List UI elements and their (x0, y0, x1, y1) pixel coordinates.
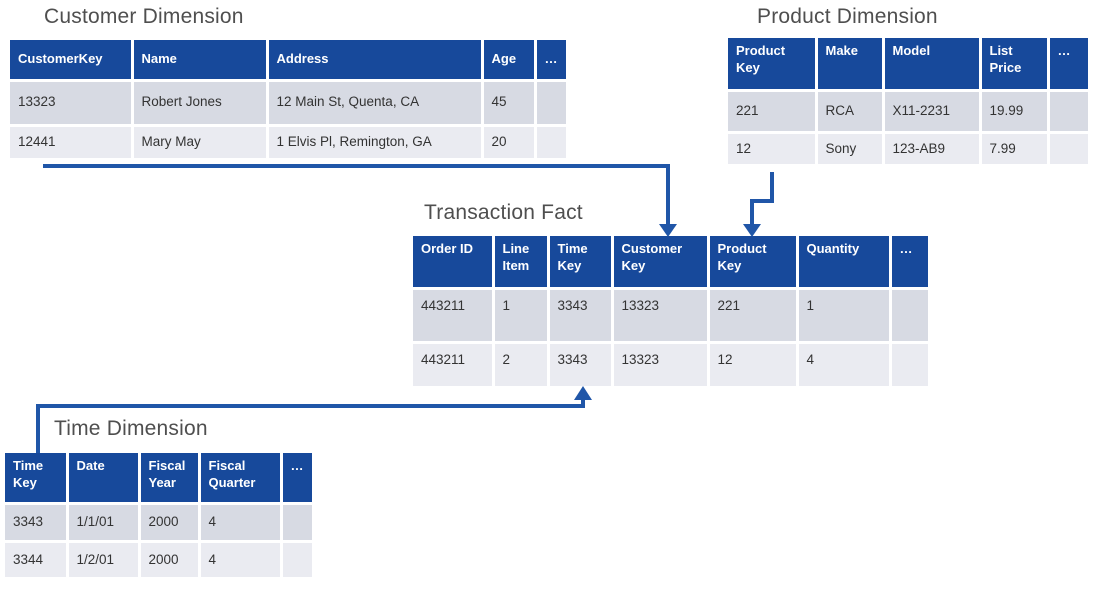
table-row: 443211 2 3343 13323 12 4 (411, 340, 930, 388)
data-cell: 12 (726, 130, 818, 166)
transaction-fact-table: Order ID Line Item Time Key Customer Key… (411, 234, 930, 388)
ellipsis-header-cell: … (533, 38, 567, 82)
data-cell: 4 (795, 340, 892, 388)
header-cell: Make (814, 36, 885, 92)
data-cell: 12 Main St, Quenta, CA (265, 78, 484, 127)
data-cell: Mary May (130, 123, 269, 160)
transaction-fact-title: Transaction Fact (424, 201, 583, 224)
data-cell: 4 (197, 501, 283, 543)
header-cell: Customer Key (610, 234, 710, 290)
data-cell: 3344 (3, 539, 69, 579)
header-cell: Age (480, 38, 537, 82)
data-cell: 443211 (411, 286, 495, 344)
product-fact-arrow (743, 172, 774, 237)
data-cell (279, 501, 313, 543)
data-cell: 1/2/01 (65, 539, 141, 579)
data-cell: 123-AB9 (881, 130, 982, 166)
table-row: 12 Sony 123-AB9 7.99 (726, 130, 1090, 166)
data-cell: 13323 (610, 286, 710, 344)
header-cell: CustomerKey (8, 38, 134, 82)
data-cell: 7.99 (978, 130, 1050, 166)
header-cell: Line Item (491, 234, 550, 290)
data-cell: Sony (814, 130, 885, 166)
customer-dimension-title: Customer Dimension (44, 5, 244, 28)
data-cell (1046, 130, 1090, 166)
data-cell (1046, 88, 1090, 134)
data-cell: X11-2231 (881, 88, 982, 134)
data-cell: 20 (480, 123, 537, 160)
time-dimension-title: Time Dimension (54, 417, 208, 440)
data-cell: 1/1/01 (65, 501, 141, 543)
time-header-row: Time Key Date Fiscal Year Fiscal Quarter… (3, 451, 313, 505)
data-cell: Robert Jones (130, 78, 269, 127)
data-cell (533, 78, 567, 127)
data-cell (888, 340, 930, 388)
data-cell: RCA (814, 88, 885, 134)
table-row: 12441 Mary May 1 Elvis Pl, Remington, GA… (8, 123, 567, 160)
data-cell: 3343 (546, 286, 614, 344)
ellipsis-header-cell: … (888, 234, 930, 290)
time-dimension-table: Time Key Date Fiscal Year Fiscal Quarter… (3, 451, 313, 579)
data-cell: 2000 (137, 501, 201, 543)
header-cell: Date (65, 451, 141, 505)
data-cell: 1 (795, 286, 892, 344)
data-cell: 3343 (3, 501, 69, 543)
customer-dimension-table: CustomerKey Name Address Age … 13323 Rob… (8, 38, 567, 160)
data-cell: 4 (197, 539, 283, 579)
data-cell: 12 (706, 340, 799, 388)
data-cell: 3343 (546, 340, 614, 388)
data-cell: 13323 (8, 78, 134, 127)
data-cell: 12441 (8, 123, 134, 160)
data-cell: 1 Elvis Pl, Remington, GA (265, 123, 484, 160)
data-cell: 221 (726, 88, 818, 134)
header-cell: Fiscal Quarter (197, 451, 283, 505)
table-row: 13323 Robert Jones 12 Main St, Quenta, C… (8, 78, 567, 127)
table-row: 443211 1 3343 13323 221 1 (411, 286, 930, 344)
header-cell: List Price (978, 36, 1050, 92)
header-cell: Product Key (706, 234, 799, 290)
data-cell (533, 123, 567, 160)
table-row: 3343 1/1/01 2000 4 (3, 501, 313, 543)
table-row: 3344 1/2/01 2000 4 (3, 539, 313, 579)
header-cell: Product Key (726, 36, 818, 92)
data-cell: 45 (480, 78, 537, 127)
ellipsis-header-cell: … (1046, 36, 1090, 92)
product-dimension-table: Product Key Make Model List Price … 221 … (726, 36, 1090, 166)
header-cell: Model (881, 36, 982, 92)
header-cell: Time Key (3, 451, 69, 505)
data-cell (279, 539, 313, 579)
ellipsis-header-cell: … (279, 451, 313, 505)
header-cell: Address (265, 38, 484, 82)
data-cell: 19.99 (978, 88, 1050, 134)
header-cell: Order ID (411, 234, 495, 290)
product-header-row: Product Key Make Model List Price … (726, 36, 1090, 92)
data-cell: 13323 (610, 340, 710, 388)
header-cell: Time Key (546, 234, 614, 290)
fact-header-row: Order ID Line Item Time Key Customer Key… (411, 234, 930, 290)
data-cell: 443211 (411, 340, 495, 388)
header-cell: Quantity (795, 234, 892, 290)
customer-header-row: CustomerKey Name Address Age … (8, 38, 567, 82)
data-cell: 1 (491, 286, 550, 344)
table-row: 221 RCA X11-2231 19.99 (726, 88, 1090, 134)
header-cell: Name (130, 38, 269, 82)
data-cell: 221 (706, 286, 799, 344)
header-cell: Fiscal Year (137, 451, 201, 505)
data-cell (888, 286, 930, 344)
data-cell: 2000 (137, 539, 201, 579)
data-cell: 2 (491, 340, 550, 388)
product-dimension-title: Product Dimension (757, 5, 938, 28)
